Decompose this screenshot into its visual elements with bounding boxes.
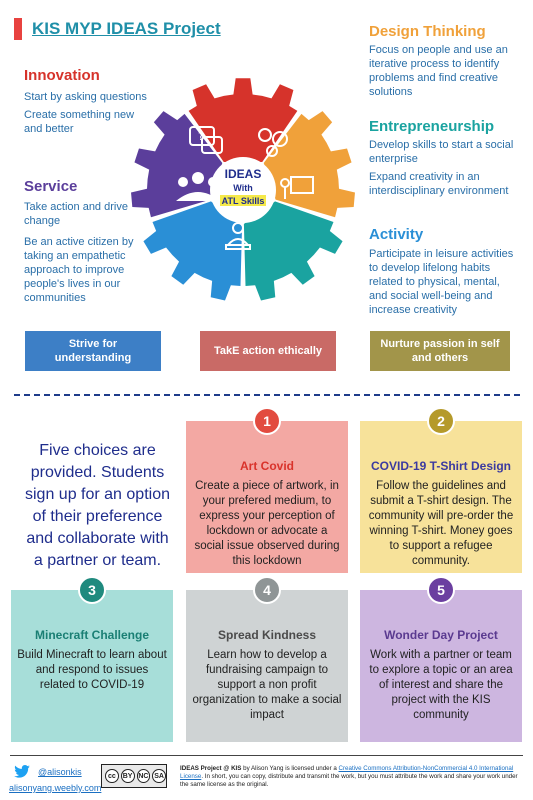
entrepreneurship-item: Develop skills to start a social enterpr…	[369, 139, 514, 165]
gear-title: IDEAS	[225, 167, 262, 181]
choice-card-art-covid: 1 Art Covid Create a piece of artwork, i…	[186, 407, 348, 573]
cc-sa-icon: SA	[152, 769, 166, 783]
innovation-heading: Innovation	[24, 67, 100, 84]
service-heading: Service	[24, 178, 78, 195]
ideas-gear-diagram: ? IDEAS With ATL Skills	[131, 78, 355, 301]
innovation-item: Create something new and better	[24, 109, 135, 135]
license-link[interactable]: Creative Commons Attribution-NonCommerci…	[180, 765, 514, 780]
atl-highlight	[220, 195, 266, 206]
license-work-name: IDEAS Project @ KIS	[180, 765, 242, 772]
website-link[interactable]: alisonyang.weebly.com	[9, 783, 102, 793]
design-thinking-heading: Design Thinking	[369, 23, 486, 40]
license-text: IDEAS Project @ KIS by Alison Yang is li…	[180, 765, 525, 789]
activity-heading: Activity	[369, 226, 424, 243]
choice-description: Build Minecraft to learn about and respo…	[17, 649, 167, 691]
choices-intro: Five choices are provided. Students sign…	[25, 442, 170, 569]
page-title: KIS MYP IDEAS Project	[32, 19, 221, 38]
choice-number-badge: 2	[427, 407, 455, 435]
title-block: KIS MYP IDEAS Project	[14, 18, 221, 40]
choice-title: COVID-19 T-Shirt Design	[370, 459, 512, 473]
value-pill-passion: Nurture passion in self and others	[370, 331, 510, 371]
title-accent-bar	[14, 18, 22, 40]
value-pill-understanding: Strive for understanding	[25, 331, 161, 371]
gear-hub	[210, 157, 276, 223]
gear-segments	[131, 78, 355, 301]
choice-title: Minecraft Challenge	[34, 628, 150, 642]
service-item: Be an active citizen by taking an empath…	[24, 236, 134, 304]
entrepreneurship-item: Expand creativity in an interdisciplinar…	[369, 171, 509, 197]
svg-text:?: ?	[198, 130, 204, 143]
gear-with: With	[233, 183, 252, 193]
choice-number-badge: 1	[253, 407, 281, 435]
community-people-icon	[176, 172, 220, 201]
cc-by-icon: BY	[120, 769, 135, 783]
innovation-item: Start by asking questions	[24, 91, 147, 103]
choice-description: Follow the guidelines and submit a T-shi…	[368, 480, 514, 567]
choice-number-badge: 5	[427, 576, 455, 604]
choice-description: Learn how to develop a fundraising campa…	[192, 649, 342, 721]
section-divider	[14, 394, 520, 396]
entrepreneurship-segment	[243, 201, 343, 301]
choice-card-wonder-day: 5 Wonder Day Project Work with a partner…	[360, 576, 522, 742]
choice-description: Create a piece of artwork, in your prefe…	[194, 480, 340, 567]
presenter-board-icon	[280, 176, 314, 199]
creative-commons-badge[interactable]: cc BY NC SA	[101, 764, 167, 788]
activity-segment	[143, 201, 243, 301]
footer-divider	[10, 755, 523, 756]
choice-card-spread-kindness: 4 Spread Kindness Learn how to develop a…	[186, 576, 348, 742]
license-by: by Alison Yang is licensed under a	[241, 765, 339, 772]
innovation-segment	[188, 78, 298, 162]
choice-number-badge: 4	[253, 576, 281, 604]
gear-icons: ?	[176, 126, 314, 250]
gears-lightbulb-icon	[258, 128, 288, 157]
gear-atl-skills: ATL Skills	[222, 196, 265, 206]
lightbulb-question-icon: ?	[189, 126, 223, 154]
entrepreneurship-heading: Entrepreneurship	[369, 118, 495, 135]
choice-number-badge: 3	[78, 576, 106, 604]
choice-title: Art Covid	[240, 459, 294, 473]
person-activity-icon	[225, 222, 251, 250]
cc-icon: cc	[105, 769, 119, 783]
choice-card-minecraft: 3 Minecraft Challenge Build Minecraft to…	[11, 576, 173, 742]
value-pill-ethics: TakE action ethically	[200, 331, 336, 371]
design-thinking-item: Focus on people and use an iterative pro…	[369, 44, 508, 98]
twitter-bird-icon[interactable]	[14, 765, 30, 778]
choice-card-tshirt-design: 2 COVID-19 T-Shirt Design Follow the gui…	[360, 407, 522, 573]
service-segment	[131, 111, 223, 218]
choice-title: Wonder Day Project	[384, 628, 498, 642]
choice-description: Work with a partner or team to explore a…	[369, 649, 513, 721]
activity-item: Participate in leisure activities to dev…	[369, 248, 514, 316]
twitter-handle-link[interactable]: @alisonkis	[38, 767, 82, 777]
license-terms: . In short, you can copy, distribute and…	[180, 773, 518, 788]
cc-nc-icon: NC	[136, 769, 151, 783]
service-item: Take action and drive change	[24, 201, 128, 227]
choice-title: Spread Kindness	[217, 628, 317, 642]
